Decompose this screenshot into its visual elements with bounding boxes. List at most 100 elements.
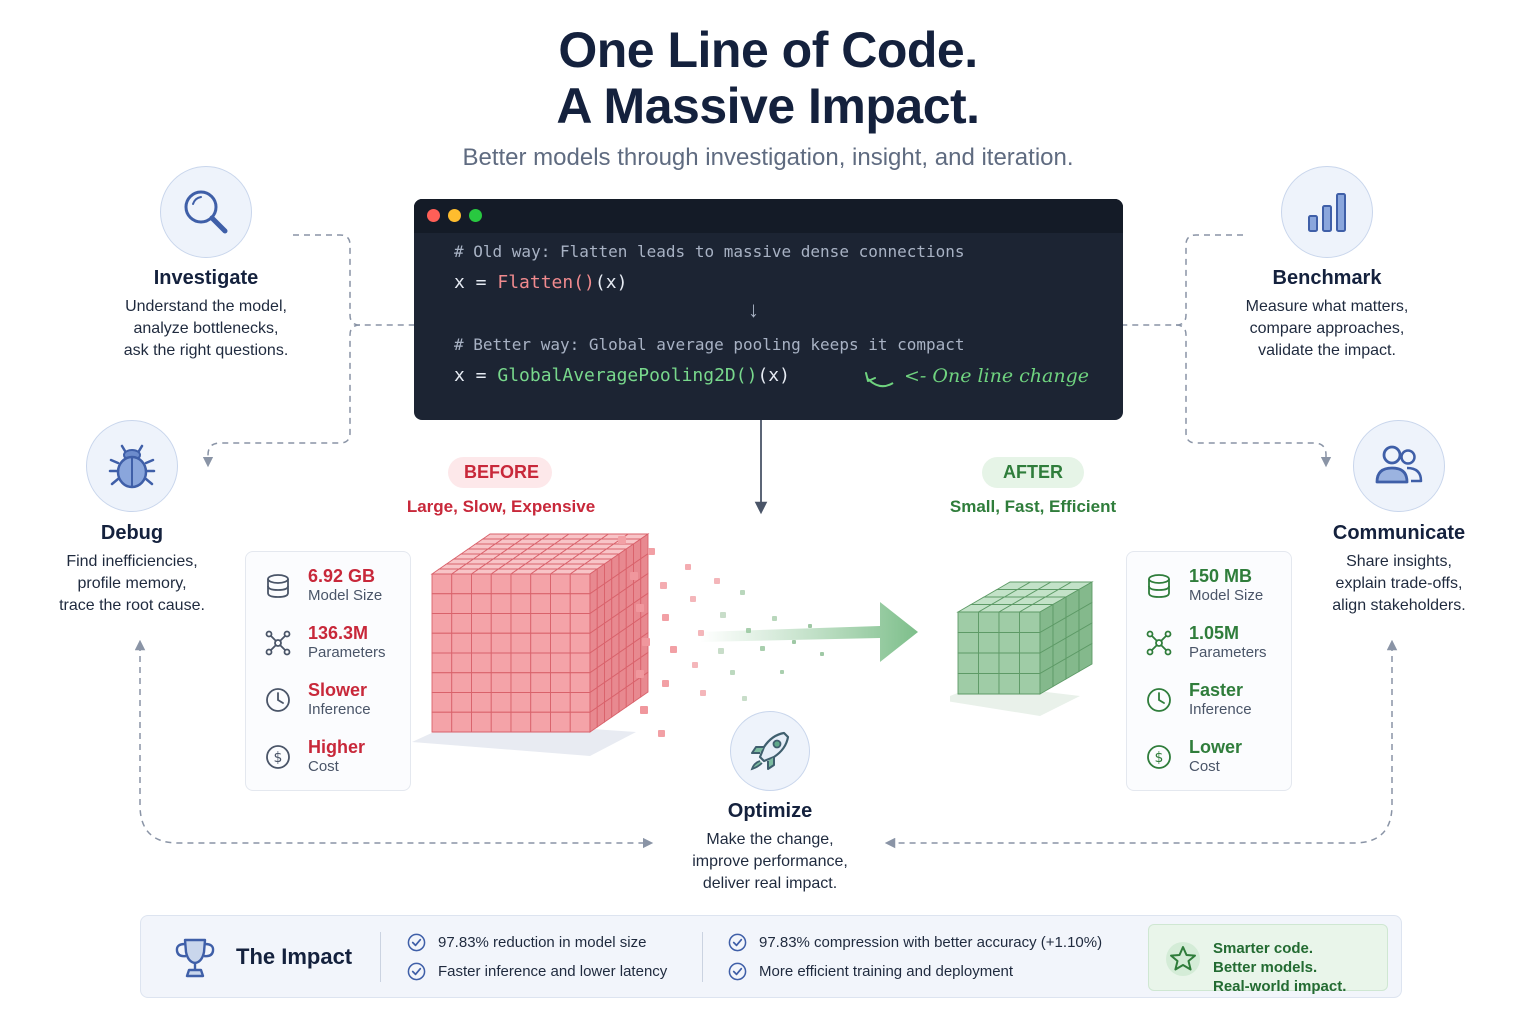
red-cube-front-cell	[510, 672, 532, 693]
impact-divider-1	[380, 932, 381, 982]
red-cube-front-cell	[510, 613, 532, 634]
red-cube-front-cell	[471, 711, 492, 733]
red-cube-front-cell	[451, 652, 472, 674]
red-cube-side-cell	[618, 686, 627, 713]
particle	[720, 612, 726, 618]
red-cube-front-cell	[451, 573, 472, 595]
red-cube-front-cell	[431, 672, 453, 693]
page-title-line2: A Massive Impact.	[556, 78, 980, 134]
green-cube-front-cell	[1019, 673, 1041, 695]
particle	[662, 614, 669, 621]
impact-tagline-box: Smarter code. Better models. Real-world …	[1148, 924, 1388, 995]
red-cube-front-cell	[510, 711, 532, 733]
red-cube-front-cell	[569, 613, 591, 634]
after-badge: AFTER	[982, 457, 1084, 488]
large-red-cube	[430, 533, 650, 733]
red-cube-front-cell	[431, 632, 453, 654]
red-cube-front-cell	[530, 632, 551, 654]
particle	[640, 706, 648, 714]
particle	[792, 640, 796, 644]
bar-chart-icon	[1308, 193, 1346, 232]
impact-tagline-2: Better models.	[1213, 959, 1318, 976]
red-cube-front-cell	[530, 573, 551, 595]
red-cube-side-cell	[596, 701, 605, 728]
optimize-title: Optimize	[727, 800, 813, 822]
green-cube-front-cell	[1019, 611, 1041, 633]
check-circle-icon	[728, 933, 747, 952]
debug-icon-circle	[86, 420, 178, 512]
code-down-arrow: ↓	[748, 297, 759, 322]
red-cube-front-cell	[431, 593, 453, 614]
red-cube-front-cell	[510, 573, 532, 595]
red-cube-front-cell	[550, 573, 571, 595]
red-cube-front-cell	[451, 632, 472, 654]
benchmark-icon-circle	[1281, 166, 1373, 258]
code-line-new: x = GlobalAveragePooling2D()(x)	[454, 365, 790, 386]
red-cube-side-cell	[625, 681, 634, 708]
red-cube-front-cell	[550, 652, 571, 674]
green-cube-front-cell	[998, 673, 1020, 695]
particle	[692, 662, 698, 668]
particle	[648, 548, 655, 555]
particle	[630, 572, 638, 580]
page-title-line1: One Line of Code.	[558, 22, 978, 78]
impact-banner: The Impact 97.83% reduction in model siz…	[140, 915, 1402, 998]
red-cube-front-cell	[530, 652, 551, 674]
small-green-cube-graphic	[950, 581, 1094, 716]
red-cube-front-cell	[550, 632, 571, 654]
communicate-icon-circle	[1353, 420, 1445, 512]
dollar-icon: $	[1147, 745, 1171, 769]
red-cube-front-cell	[451, 692, 472, 713]
green-cube-front-cell	[1019, 632, 1041, 654]
green-cube-front-cell	[957, 673, 979, 695]
green-cube-front-cell	[978, 673, 1000, 695]
communicate-title: Communicate	[1332, 522, 1466, 544]
green-cube-front-cell	[978, 611, 1000, 633]
red-cube-front-cell	[471, 593, 492, 614]
svg-text:$: $	[274, 750, 283, 766]
red-cube-front-cell	[471, 652, 492, 674]
svg-text:$: $	[1155, 750, 1164, 766]
red-cube-front-cell	[431, 573, 453, 595]
benchmark-title: Benchmark	[1272, 267, 1382, 289]
particle	[780, 670, 784, 674]
impact-tagline-1: Smarter code.	[1213, 940, 1314, 957]
bug-icon	[108, 444, 156, 489]
red-cube-front-cell	[569, 652, 591, 674]
model-transformation-graphic	[412, 533, 918, 756]
particle	[730, 670, 735, 675]
curved-arrow-icon	[865, 372, 894, 388]
green-cube-front-cell	[998, 611, 1020, 633]
transformation-arrow	[700, 602, 918, 662]
red-cube-front-cell	[471, 573, 492, 595]
red-cube-front-cell	[451, 613, 472, 634]
red-cube-side-cell	[640, 671, 649, 698]
debug-desc: Find inefficiencies, profile memory, tra…	[59, 553, 205, 614]
clock-icon	[1147, 688, 1171, 712]
red-cube-front-cell	[569, 672, 591, 693]
before-badge: BEFORE	[448, 457, 552, 488]
dollar-icon: $	[266, 745, 290, 769]
benchmark-desc: Measure what matters, compare approaches…	[1245, 298, 1409, 359]
particle	[642, 638, 650, 646]
red-cube-front-cell	[550, 613, 571, 634]
red-cube-front-cell	[510, 632, 532, 654]
red-cube-front-cell	[490, 593, 512, 614]
window-minimize-dot	[448, 209, 461, 222]
page-subtitle: Better models through investigation, ins…	[462, 144, 1074, 171]
small-green-cube	[956, 581, 1094, 695]
code-note: <- One line change	[904, 365, 1089, 387]
debug-title: Debug	[100, 522, 164, 544]
particle	[690, 596, 696, 602]
red-cube-front-cell	[431, 652, 453, 674]
particle	[636, 670, 644, 678]
impact-item-2: Faster inference and lower latency	[407, 962, 667, 981]
impact-title: The Impact	[236, 944, 353, 969]
code-comment-new: # Better way: Global average pooling kee…	[454, 335, 965, 354]
